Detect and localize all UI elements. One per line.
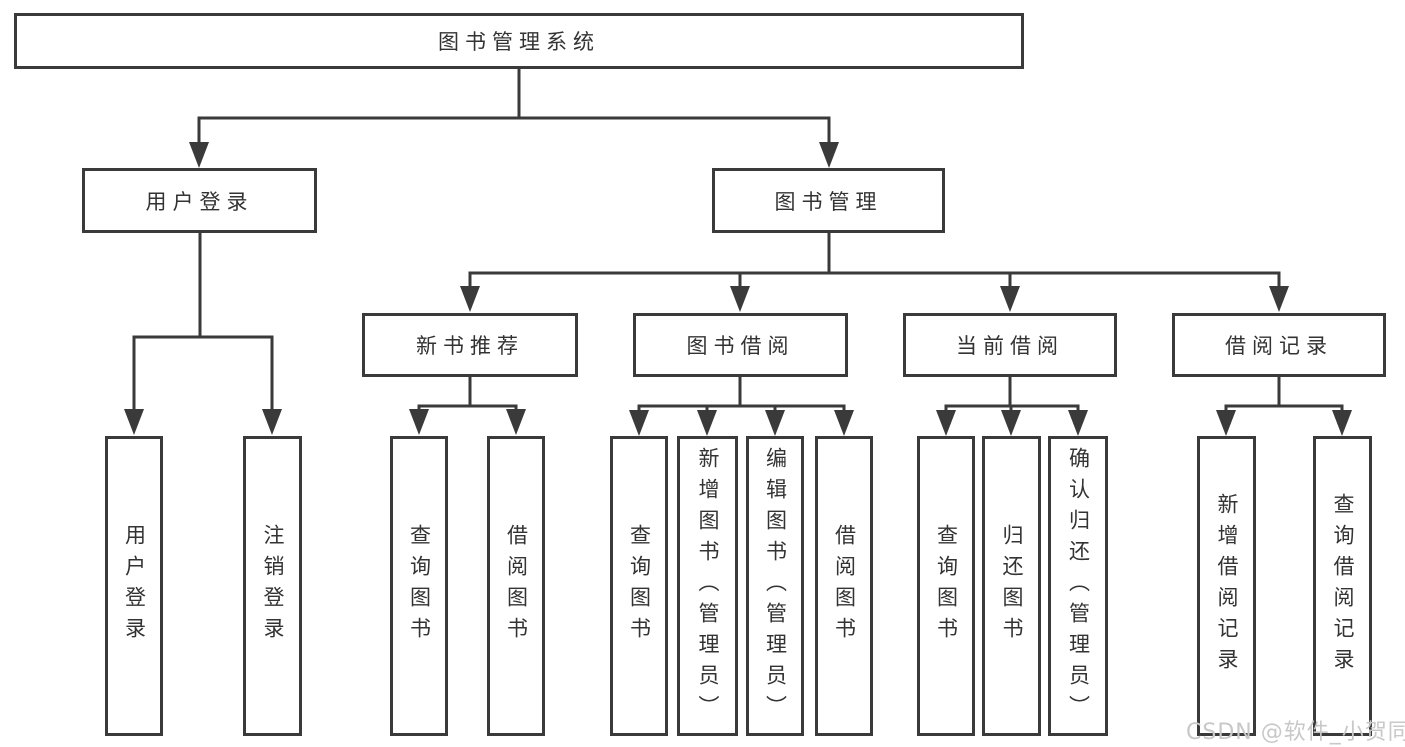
node-label: 新书推荐 xyxy=(416,334,524,358)
node-label: 图书借阅 xyxy=(686,334,795,358)
connector-arrowhead xyxy=(1000,286,1020,312)
connector-arrowhead xyxy=(1269,286,1289,312)
edge-book-borrow-group xyxy=(629,377,854,436)
connector-arrowhead xyxy=(730,286,750,312)
node-label: 查询图书 xyxy=(407,524,432,648)
group-current-borrow: 当前借阅 xyxy=(903,313,1117,377)
connector-arrowhead xyxy=(189,142,209,168)
connector-arrowhead xyxy=(1001,410,1021,436)
connector-line xyxy=(417,377,518,410)
group-borrow-records: 借阅记录 xyxy=(1172,313,1386,377)
node-return-books: 归还图书 xyxy=(982,436,1041,736)
connector-arrowhead xyxy=(936,410,956,436)
connector-arrowhead xyxy=(262,409,282,435)
node-label: 借阅图书 xyxy=(504,524,529,648)
node-edit-book-admin: 编辑图书（管理员） xyxy=(746,436,804,736)
node-label: 查询图书 xyxy=(627,524,652,648)
connector-arrowhead xyxy=(409,409,429,435)
node-borrow-books-recommend: 借阅图书 xyxy=(487,436,545,736)
connector-arrowhead xyxy=(1068,410,1088,436)
node-query-borrow-record: 查询借阅记录 xyxy=(1313,436,1372,736)
connector-arrowhead xyxy=(124,409,144,435)
connector-line xyxy=(468,233,1281,287)
node-label: 编辑图书（管理员） xyxy=(763,446,788,726)
connector-arrowhead xyxy=(506,409,526,435)
node-query-books-current: 查询图书 xyxy=(917,436,975,736)
node-label: 图书管理系统 xyxy=(438,30,600,54)
connector-arrowhead xyxy=(765,410,785,436)
edge-borrow-records-group xyxy=(1216,377,1352,436)
node-label: 用户登录 xyxy=(122,524,147,648)
connector-arrowhead xyxy=(834,410,854,436)
connector-arrowhead xyxy=(697,410,717,436)
edge-root-to-level2 xyxy=(189,69,839,168)
edge-book-management-to-groups xyxy=(460,233,1289,312)
node-label: 确认归还（管理员） xyxy=(1066,446,1091,726)
node-confirm-return-admin: 确认归还（管理员） xyxy=(1048,436,1108,736)
edge-current-borrow-group xyxy=(936,377,1088,436)
node-logout-action: 注销登录 xyxy=(243,436,302,736)
node-label: 借阅记录 xyxy=(1225,334,1333,358)
connector-arrowhead xyxy=(629,410,649,436)
connector-arrowhead xyxy=(1216,410,1236,436)
connector-line xyxy=(197,69,831,144)
node-label: 用户登录 xyxy=(145,189,254,214)
connector-line xyxy=(1224,377,1344,410)
node-label: 新增借阅记录 xyxy=(1215,493,1240,679)
node-login-action: 用户登录 xyxy=(105,436,163,736)
csdn-watermark: CSDN @软件_小贺同学 xyxy=(1186,720,1405,745)
connector-line xyxy=(944,377,1080,410)
node-label: 新增图书（管理员） xyxy=(696,446,721,726)
connector-arrowhead xyxy=(1332,410,1352,436)
group-book-borrow: 图书借阅 xyxy=(633,313,848,377)
edge-new-book-group xyxy=(409,377,526,435)
connector-arrowhead xyxy=(819,142,839,168)
node-add-book-admin: 新增图书（管理员） xyxy=(677,436,738,736)
node-label: 当前借阅 xyxy=(956,334,1064,358)
node-query-books-borrow: 查询图书 xyxy=(610,436,668,736)
node-query-books-recommend: 查询图书 xyxy=(390,436,448,736)
group-new-book-recommend: 新书推荐 xyxy=(362,313,578,377)
node-user-login: 用户登录 xyxy=(82,168,317,233)
node-book-management: 图书管理 xyxy=(712,168,945,233)
node-label: 归还图书 xyxy=(1000,524,1025,648)
connector-line xyxy=(132,233,274,410)
node-root-system: 图书管理系统 xyxy=(14,13,1024,69)
node-label: 注销登录 xyxy=(261,524,286,648)
node-label: 借阅图书 xyxy=(832,524,857,648)
node-add-borrow-record: 新增借阅记录 xyxy=(1197,436,1256,736)
node-label: 查询借阅记录 xyxy=(1331,493,1356,679)
connector-arrowhead xyxy=(460,286,480,312)
edge-user-login-to-children xyxy=(124,233,282,435)
node-label: 查询图书 xyxy=(934,524,959,648)
node-borrow-books: 借阅图书 xyxy=(815,436,873,736)
node-label: 图书管理 xyxy=(774,189,883,214)
connector-line xyxy=(637,377,846,410)
